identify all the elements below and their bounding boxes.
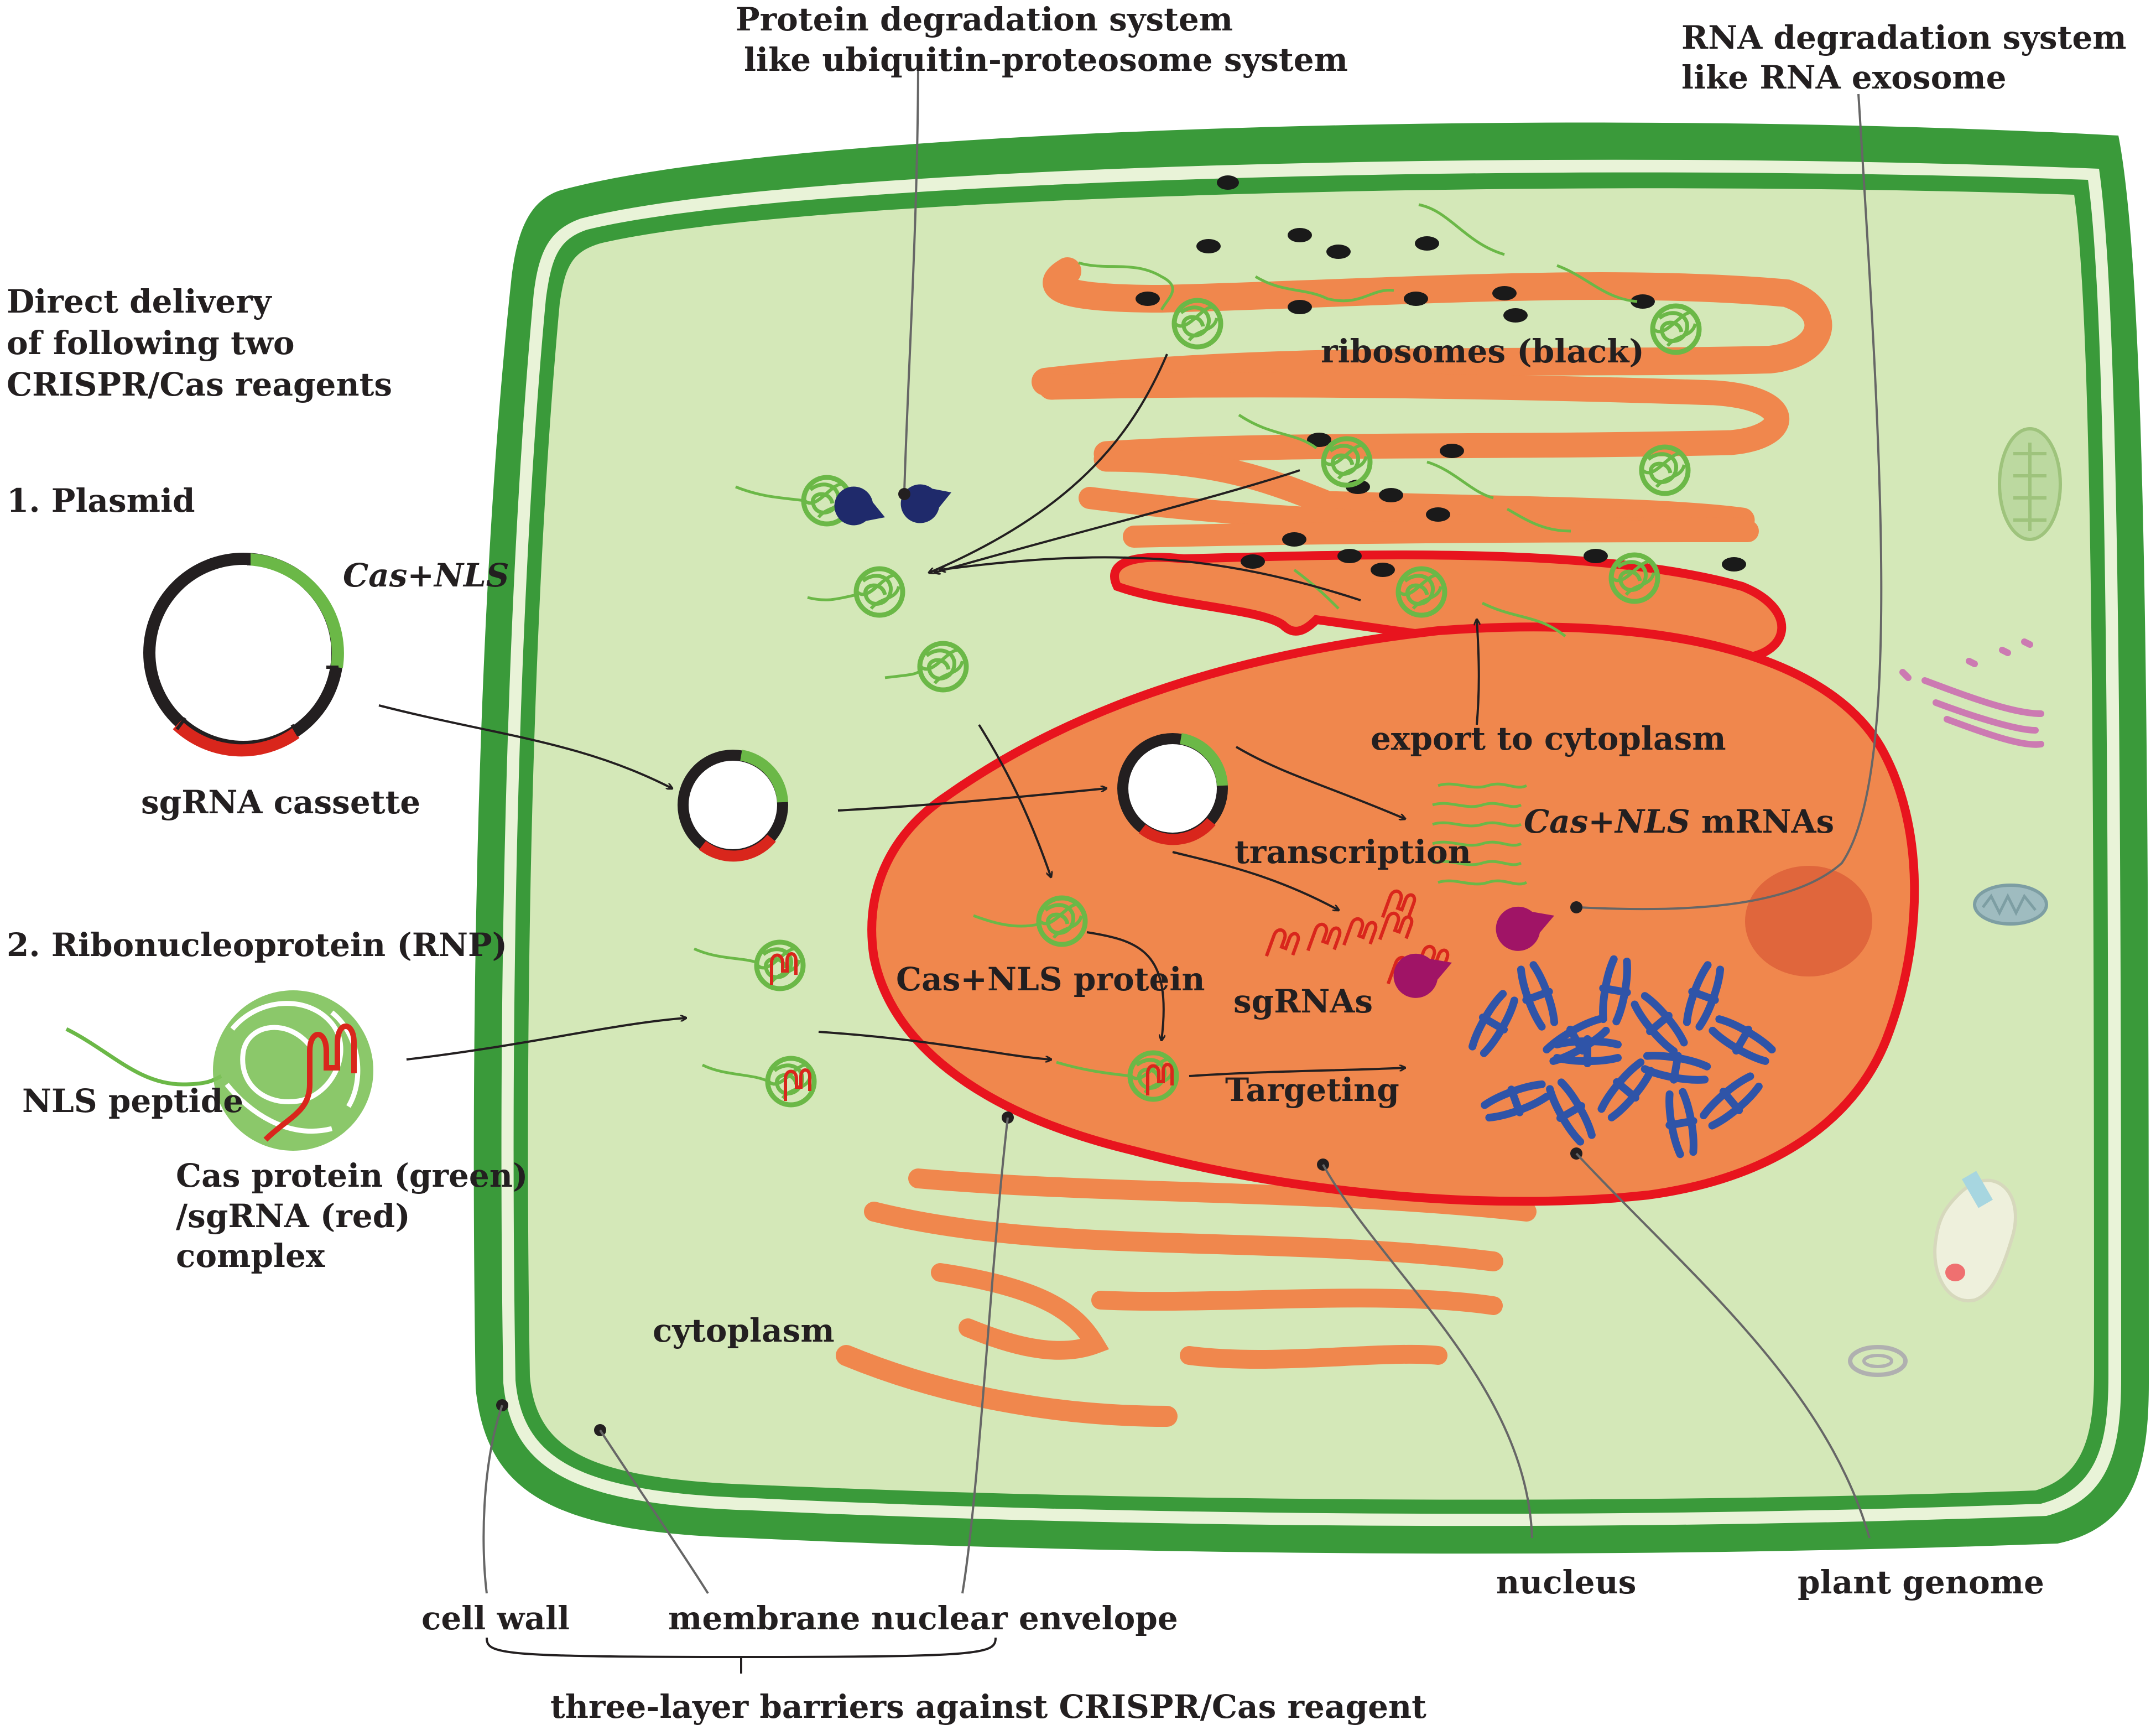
leader-lines — [482, 58, 1883, 1674]
rna-degradation-label-2: like RNA exosome — [1681, 59, 2007, 96]
plasmid-heading: 1. Plasmid — [7, 482, 195, 519]
mrnas-label-italic: Cas+NLS — [1524, 803, 1690, 840]
direct-delivery-line-1: Direct delivery — [7, 283, 273, 320]
transcription-label: transcription — [1235, 833, 1471, 871]
cas-complex-label-3: complex — [176, 1237, 325, 1275]
nucleolus — [1745, 866, 1872, 976]
cas-nls-protein-label: Cas+NLS protein — [896, 960, 1205, 998]
flow-arrows — [378, 354, 1479, 1077]
text-labels: Protein degradation system like ubiquiti… — [7, 1, 2127, 1726]
sgrnas-label: sgRNAs — [1233, 983, 1373, 1020]
plasmid-nucleus — [1117, 733, 1228, 845]
ribosomes-label: ribosomes (black) — [1321, 333, 1644, 370]
protein-degradation-label-2: like ubiquitin-proteosome system — [744, 41, 1348, 79]
rnp-complex — [65, 990, 373, 1151]
cas-nls-label: Cas+NLS — [343, 557, 509, 594]
nucleus-label: nucleus — [1496, 1563, 1636, 1601]
cell-wall-label: cell wall — [421, 1599, 570, 1637]
nucleus-rnp-target — [1056, 1053, 1176, 1099]
export-label: export to cytoplasm — [1371, 720, 1726, 757]
vacuole-icon — [1933, 1171, 2017, 1303]
nucleus-cas-protein — [973, 898, 1085, 944]
direct-delivery-line-3: CRISPR/Cas reagents — [7, 366, 392, 403]
mrnas-label-suffix: mRNAs — [1690, 803, 1834, 840]
nuclear-envelope-label: nuclear envelope — [871, 1599, 1178, 1637]
membrane-label: membrane — [668, 1599, 860, 1637]
cas-complex-label-2: /sgRNA (red) — [176, 1197, 410, 1235]
three-layer-label: three-layer barriers against CRISPR/Cas … — [550, 1688, 1426, 1726]
plasmid-cytoplasm — [678, 750, 788, 862]
chloroplast-icon — [1998, 427, 2062, 541]
protein-degradation-label-1: Protein degradation system — [736, 1, 1233, 38]
sgrna-cassette-label: sgRNA cassette — [141, 783, 420, 821]
ribosomes — [1136, 175, 1746, 577]
golgi-icon — [1899, 638, 2044, 748]
rnp-cytoplasm — [693, 942, 814, 1105]
plasmid-large — [143, 553, 344, 757]
rna-degradation-label-1: RNA degradation system — [1681, 19, 2127, 56]
cytoplasm-label: cytoplasm — [653, 1312, 835, 1349]
cytoplasm-cas-proteins — [735, 477, 966, 690]
targeting-label: Targeting — [1225, 1071, 1399, 1109]
direct-delivery-line-2: of following two — [7, 324, 295, 362]
cytoplasm-mrnas — [1078, 203, 1638, 637]
rnp-heading: 2. Ribonucleoprotein (RNP) — [7, 926, 507, 964]
smooth-er — [836, 1168, 1537, 1427]
plant-genome-label: plant genome — [1798, 1563, 2044, 1601]
exosome-icons — [1393, 906, 1554, 998]
cas-complex-label-1: Cas protein (green) — [176, 1157, 528, 1194]
mitochondrion-icon — [1973, 884, 2048, 926]
mrnas-label: Cas+NLS mRNAs — [1524, 803, 1834, 840]
microbody-icon — [1848, 1345, 1908, 1377]
nls-peptide-label: NLS peptide — [22, 1082, 243, 1120]
nucleus-mrnas — [1432, 782, 1528, 886]
